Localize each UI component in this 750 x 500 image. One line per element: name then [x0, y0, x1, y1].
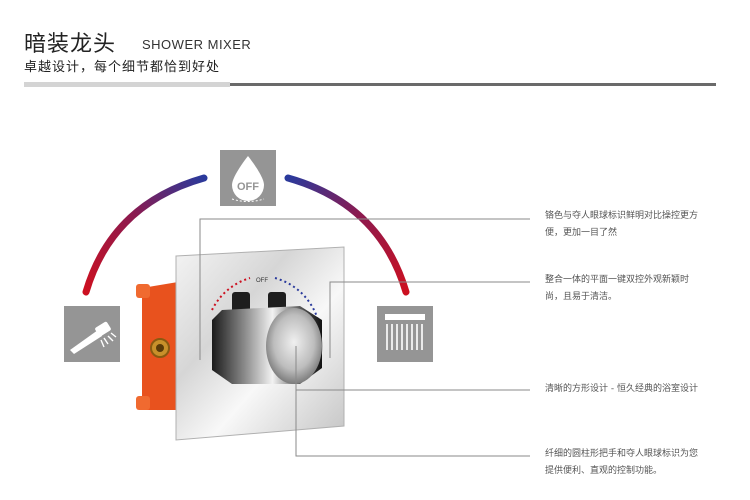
off-icon-label: OFF — [237, 181, 259, 193]
feature-1-line-1: 铬色与夺人眼球标识鲜明对比操控更方 — [545, 211, 699, 221]
hand-shower-icon-box — [64, 306, 120, 362]
page-subtitle: 卓越设计，每个细节都恰到好处 — [24, 60, 221, 75]
leader-lines — [199, 218, 530, 457]
valve-box — [136, 282, 178, 410]
feature-description-3: 清晰的方形设计 - 恒久经典的浴室设计 — [545, 381, 725, 398]
feature-3-line-1: 清晰的方形设计 - 恒久经典的浴室设计 — [545, 384, 698, 394]
dial-markings: OFF — [211, 277, 319, 321]
rain-shower-icon — [385, 314, 425, 350]
feature-2-line-1: 整合一体的平面一键双控外观新颖时 — [545, 275, 690, 285]
feature-4-line-2: 提供便利、直观的控制功能。 — [545, 466, 663, 476]
header-rule-light — [24, 82, 230, 87]
feature-description-4: 纤细的圆柱形把手和夺人眼球标识为您 提供便利、直观的控制功能。 — [545, 446, 725, 480]
feature-description-1: 铬色与夺人眼球标识鲜明对比操控更方 便，更加一目了然 — [545, 208, 725, 242]
water-drop-off-icon: OFF — [231, 156, 265, 202]
feature-description-2: 整合一体的平面一键双控外观新颖时 尚，且易于清洁。 — [545, 272, 725, 306]
page-title: 暗装龙头 — [24, 32, 117, 57]
page-title-english: SHOWER MIXER — [142, 37, 252, 52]
leader-line-4 — [295, 346, 530, 457]
temperature-arc-left — [82, 174, 208, 296]
rain-shower-icon-box — [377, 306, 433, 362]
header-rule-dark — [230, 83, 716, 86]
hand-shower-icon — [70, 321, 117, 354]
feature-4-line-1: 纤细的圆柱形把手和夺人眼球标识为您 — [545, 449, 699, 459]
dial-off-label: OFF — [256, 278, 268, 284]
feature-2-line-2: 尚，且易于清洁。 — [545, 292, 618, 302]
feature-1-line-2: 便，更加一目了然 — [545, 228, 618, 238]
leader-line-1 — [199, 218, 530, 360]
leader-line-2 — [329, 281, 530, 358]
water-off-icon-box: OFF — [220, 150, 276, 206]
